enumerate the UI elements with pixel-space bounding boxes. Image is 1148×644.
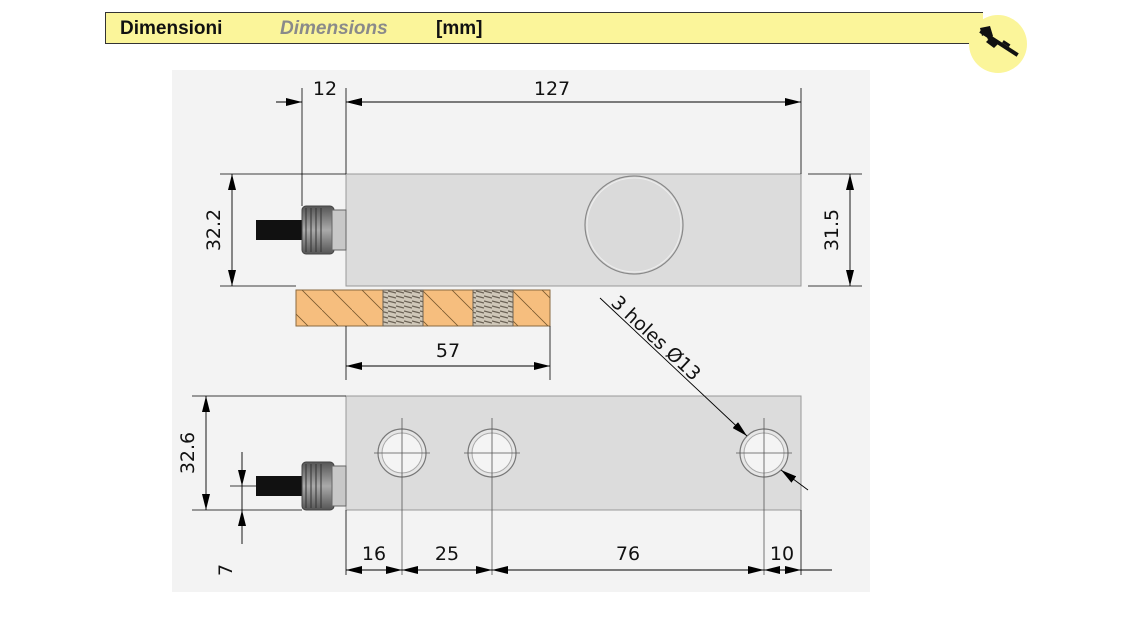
- dim-height-top-view: 32.6: [177, 432, 199, 474]
- dim-hole-pitch: 25: [435, 543, 459, 565]
- dim-cable-height: 7: [215, 564, 237, 576]
- caliper-icon: [968, 14, 1028, 74]
- cable-gland-side: [301, 205, 335, 255]
- bolt-spring-2: [472, 289, 514, 327]
- cable-side: [256, 220, 304, 240]
- dim-cable-offset: 12: [313, 78, 337, 100]
- mounting-plate: [295, 289, 551, 327]
- dim-end-offset: 10: [770, 543, 794, 565]
- header-title-en: Dimensions: [280, 18, 388, 39]
- header-unit: [mm]: [436, 18, 483, 39]
- dim-total-length: 127: [534, 78, 570, 100]
- cable-gland-top: [301, 461, 335, 511]
- section-header: Dimensioni Dimensions [mm]: [105, 12, 983, 44]
- technical-drawing: 12 127 32.2 31.5 57 3 holes Ø13 32.6 7 1…: [177, 78, 862, 576]
- dim-height-right: 31.5: [821, 209, 843, 251]
- loadcell-side-body: [345, 173, 802, 287]
- drawing-area: 12 127 32.2 31.5 57 3 holes Ø13 32.6 7 1…: [172, 70, 870, 592]
- bolt-spring-1: [382, 289, 424, 327]
- dim-height-side: 32.2: [203, 209, 225, 251]
- header-title-it: Dimensioni: [120, 18, 223, 39]
- cable-top: [256, 476, 304, 496]
- dim-plate-span: 57: [436, 340, 460, 362]
- dim-hole-edge: 16: [362, 543, 386, 565]
- loadcell-side-circle: [584, 175, 684, 275]
- dim-hole-gap: 76: [616, 543, 640, 565]
- dim-holes-note: 3 holes Ø13: [607, 292, 705, 386]
